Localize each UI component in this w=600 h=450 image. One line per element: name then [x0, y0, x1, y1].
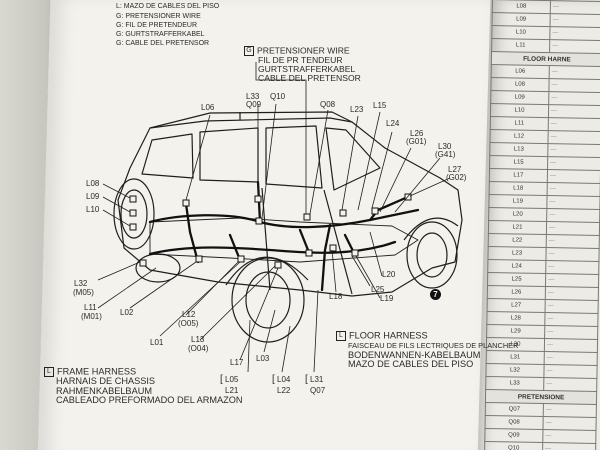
connector-label: L32	[74, 279, 88, 288]
callout-line: FIL DE PR TENDEUR	[258, 55, 343, 65]
callout-line: GURTSTRAFFERKABEL	[258, 64, 356, 75]
frame-harness-box-letter: L	[44, 367, 54, 377]
connector-label: (M05)	[73, 288, 94, 297]
connector-label: Q07	[310, 385, 326, 395]
header-line: G: GURTSTRAFFERKABEL	[116, 31, 205, 38]
connector-label: L12	[182, 310, 196, 319]
connector-label: L03	[256, 354, 270, 363]
harness-line: FRAME HARNESS	[57, 366, 137, 377]
connector-label: L24	[386, 119, 400, 128]
connector-label: L02	[120, 308, 134, 317]
connector-label: L33	[246, 92, 260, 101]
harness-line: FLOOR HARNESS	[349, 330, 428, 341]
connector-label: L15	[373, 101, 387, 110]
harness-line: CABLEADO PREFORMADO DEL ARMAZON	[56, 395, 243, 406]
connector-label: L06	[201, 103, 215, 112]
harness-line: BODENWANNEN-KABELBAUM	[348, 349, 481, 360]
connector-group-left: [ L05 [ L21	[220, 374, 239, 395]
connector-group-right: [ L31 [ Q07	[305, 374, 326, 395]
connector-label: (G02)	[446, 173, 467, 182]
connector-label: L04	[277, 375, 291, 384]
harness-line: MAZO DE CABLES DEL PISO	[348, 359, 474, 370]
connector-label: L19	[380, 294, 394, 303]
connector-label: L30	[438, 142, 452, 151]
connector-label: Q08	[320, 100, 336, 109]
connector-label: Q10	[270, 92, 286, 101]
connector-label: L26	[410, 129, 424, 138]
connector-label: (O04)	[188, 344, 209, 353]
connector-label: L31	[310, 375, 324, 384]
connector-label: L11	[84, 303, 97, 312]
connector-label: L08	[86, 179, 100, 188]
connector-group-mid: [ L04 [ L22	[272, 374, 291, 395]
connector-label: (O05)	[178, 319, 199, 328]
connector-label: L22	[277, 385, 291, 395]
header-line: L: MAZO DE CABLES DEL PISO	[116, 3, 220, 10]
connector-label: (G41)	[435, 150, 456, 159]
header-line: G: CABLE DEL PRETENSOR	[116, 40, 210, 47]
floor-harness-box-letter: L	[336, 331, 346, 341]
connector-label: L18	[329, 292, 343, 301]
connector-label: L13	[191, 335, 205, 344]
connector-label: L20	[382, 270, 396, 279]
connector-label: L09	[86, 192, 100, 201]
callout-line: CABLE DEL PRETENSOR	[258, 73, 361, 84]
callout-line: PRETENSIONER WIRE	[257, 45, 350, 56]
harness-line: HARNAIS DE CHASSIS	[56, 376, 156, 387]
header-line: G: PRETENSIONER WIRE	[116, 13, 201, 20]
connector-label: (M01)	[81, 312, 102, 321]
connector-label: L17	[230, 358, 244, 367]
header-line: G: FIL DE PRETENDEUR	[116, 22, 198, 29]
harness-line: FAISCEAU DE FILS LECTRIQUES DE PLANCHER	[348, 341, 519, 351]
connector-label: L27	[448, 165, 462, 174]
connector-label: L23	[350, 105, 364, 114]
connector-label: L01	[150, 338, 164, 347]
connector-label: Q09	[246, 100, 262, 109]
connector-label: L05	[225, 375, 239, 384]
connector-label: L10	[86, 205, 100, 214]
connector-label: (G01)	[406, 137, 427, 146]
callout-box-letter: G	[244, 46, 254, 56]
connector-label: L25	[371, 285, 385, 294]
figure-badge: 7	[430, 289, 441, 300]
harness-line: RAHMENKABELBAUM	[56, 385, 152, 396]
connector-label: L21	[225, 385, 239, 395]
